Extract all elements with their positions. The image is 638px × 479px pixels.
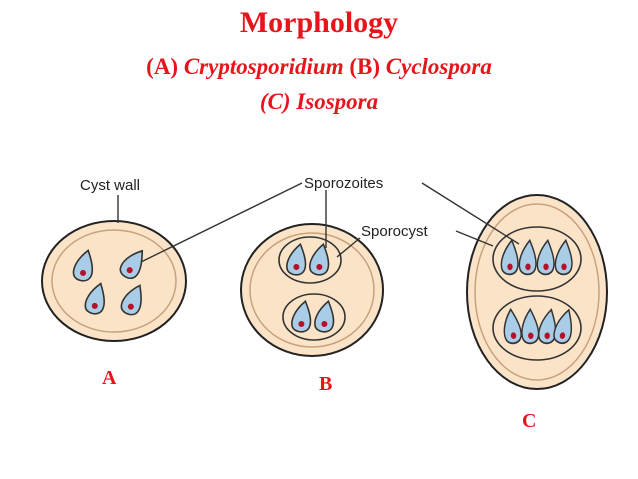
sporozoite — [308, 242, 332, 277]
sporocyst-label: Sporocyst — [361, 223, 429, 240]
sporocyst-c-top — [492, 226, 582, 292]
sporozoite — [116, 244, 150, 283]
panel-label-b: B — [319, 373, 332, 395]
sporozoite — [518, 307, 541, 345]
sporozoite — [536, 239, 555, 276]
subtitle-c-prefix: (C) — [259, 89, 291, 114]
sporozoite — [118, 281, 148, 318]
subtitle-b-prefix: (B) — [349, 54, 381, 79]
cyst-wall-label: Cyst wall — [80, 177, 140, 194]
subtitle-line-1: (A) Cryptosporidium (B) Cyclospora — [0, 53, 638, 81]
sporozoite — [551, 307, 576, 346]
sporozoite — [518, 239, 537, 276]
sporozoite — [537, 307, 559, 345]
sporozoite — [290, 299, 314, 334]
subtitle-a-name: Cryptosporidium — [183, 54, 344, 79]
subtitle-c-name: Isospora — [296, 89, 379, 114]
sporozoite — [500, 239, 519, 276]
leader-sporozoites-c — [421, 182, 520, 245]
sporocyst-c-bottom — [492, 295, 582, 361]
cyst-b — [240, 223, 384, 357]
leader-sporocyst-c — [455, 230, 494, 247]
subtitle-a-prefix: (A) — [146, 54, 179, 79]
sporozoite — [313, 299, 337, 334]
sporozoite — [83, 280, 109, 317]
leader-sporozoites-a — [140, 182, 303, 263]
sporozoite — [499, 307, 524, 346]
sporocyst-b-bottom — [282, 293, 346, 341]
sporozoite — [71, 248, 96, 283]
panel-label-c: C — [522, 410, 536, 432]
sporozoite — [285, 242, 309, 277]
leader-lines — [117, 182, 520, 263]
sporozoites-label: Sporozoites — [304, 175, 383, 192]
subtitle-line-2: (C) Isospora — [0, 88, 638, 116]
sporocyst-b-top — [278, 236, 342, 284]
panel-label-a: A — [102, 367, 117, 389]
leader-sporocyst-b — [336, 237, 361, 258]
subtitle-b-name: Cyclospora — [385, 54, 492, 79]
cyst-c — [466, 194, 608, 390]
sporozoite — [554, 239, 573, 276]
page-title: Morphology — [239, 6, 399, 39]
cyst-a — [41, 220, 187, 342]
